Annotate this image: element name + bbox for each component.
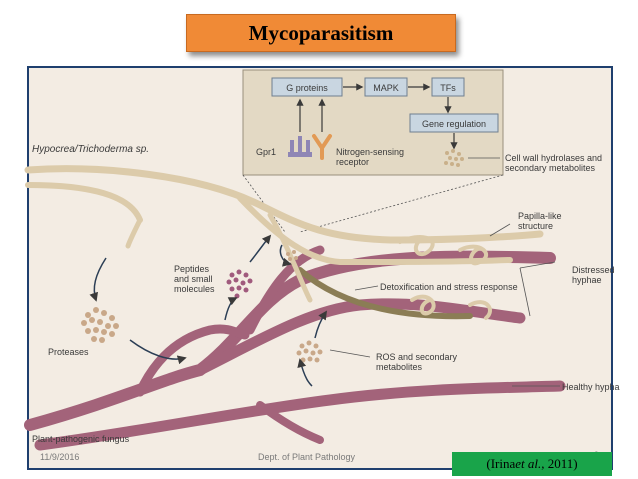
distressed-label-2: hyphae <box>572 275 602 285</box>
plant-fungus-label: Plant-pathogenic fungus <box>32 434 130 444</box>
nitrogen-receptor-icon <box>312 134 332 160</box>
distressed-label-1: Distressed <box>572 265 615 275</box>
trichoderma-hyphae <box>24 165 544 320</box>
citation-italic: et al. <box>515 456 542 471</box>
nitrogen-label-1: Nitrogen-sensing <box>336 147 404 157</box>
detox-label: Detoxification and stress response <box>380 282 518 292</box>
g-proteins-box <box>271 77 343 97</box>
footer-dept: Dept. of Plant Pathology <box>258 452 356 462</box>
papilla-label-2: structure <box>518 221 553 231</box>
trichoderma-label: Hypocrea/Trichoderma sp. <box>32 144 149 155</box>
proteases-cluster-icon <box>81 307 119 343</box>
g-proteins-label: G proteins <box>286 83 328 93</box>
nitrogen-label-2: receptor <box>336 157 369 167</box>
healthy-hypha-label: Healthy hypha <box>562 382 620 392</box>
ros-label-2: metabolites <box>376 362 423 372</box>
arrow-peptides-to-trichoderma <box>249 234 272 263</box>
ros-label-1: ROS and secondary <box>376 352 458 362</box>
footer-date: 11/9/2016 <box>40 452 80 462</box>
inset-callout-right <box>299 174 504 233</box>
citation-prefix: (Irina <box>486 456 516 471</box>
peptides-label-1: Peptides <box>174 264 210 274</box>
metabolite-cluster-icon <box>444 149 464 167</box>
tfs-box <box>431 77 465 97</box>
process-arrows <box>89 234 327 387</box>
hydrolases-label-1: Cell wall hydrolases and <box>505 153 602 163</box>
peptides-label-2: and small <box>174 274 213 284</box>
papilla-label-1: Papilla-like <box>518 211 562 221</box>
peptides-cluster-icon <box>226 269 253 299</box>
tfs-label: TFs <box>440 83 456 93</box>
gene-regulation-box <box>409 113 499 133</box>
arrow-proteases-to-peptides <box>129 339 187 365</box>
slide-title: Mycoparasitism <box>248 20 394 45</box>
mapk-label: MAPK <box>373 83 399 93</box>
citation-suffix: , 2011) <box>541 456 578 471</box>
arrow-ros-from-healthy <box>297 358 313 387</box>
peptides-label-3: molecules <box>174 284 215 294</box>
arrow-to-proteases <box>89 257 107 302</box>
arrow-peptides-up <box>224 297 238 321</box>
arrow-interaction-loop <box>279 244 292 267</box>
stressed-hypha-segment <box>297 267 473 320</box>
arrow-ros-to-stressed <box>314 310 327 339</box>
ros-cluster-icon <box>296 340 323 363</box>
pathogen-hyphae <box>24 245 566 451</box>
gene-regulation-label: Gene regulation <box>422 119 486 129</box>
leader-lines <box>329 223 560 387</box>
gpr1-receptor-icon <box>288 136 312 157</box>
citation-box: (Irina et al., 2011) <box>452 452 612 476</box>
gpr1-label: Gpr1 <box>256 147 276 157</box>
signaling-inset: G proteins MAPK TFs Gene regulation Gpr1… <box>242 69 504 176</box>
mapk-box <box>364 77 408 97</box>
hydrolases-label-2: secondary metabolites <box>505 163 596 173</box>
proteases-label: Proteases <box>48 347 89 357</box>
title-box: Mycoparasitism <box>186 14 456 52</box>
